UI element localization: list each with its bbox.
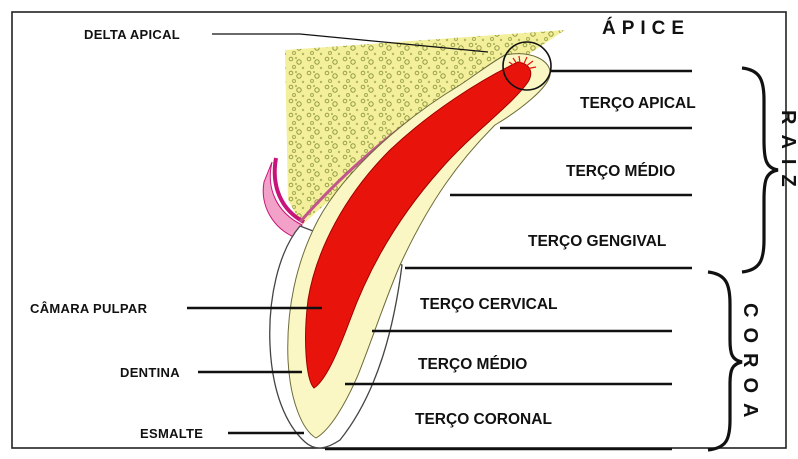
raiz-label: RAIZ: [777, 110, 798, 197]
raiz-letter: Z: [777, 174, 798, 196]
esmalte-label: ESMALTE: [140, 426, 203, 441]
terco-gengival-label: TERÇO GENGIVAL: [528, 233, 666, 250]
raiz-letter: R: [777, 110, 798, 134]
svg-text:COROA: COROA: [739, 303, 761, 427]
apice-label: ÁPICE: [602, 17, 690, 39]
raiz-letter: I: [777, 159, 798, 175]
raiz-letter: A: [777, 134, 798, 158]
delta-apical-label: DELTA APICAL: [84, 27, 180, 42]
coroa-letter: A: [739, 403, 761, 427]
coroa-label: COROA: [739, 303, 761, 427]
coroa-letter: R: [739, 353, 761, 377]
terco-cervical-label: TERÇO CERVICAL: [420, 296, 558, 313]
terco-coronal-label: TERÇO CORONAL: [415, 411, 552, 428]
coroa-letter: O: [739, 377, 761, 403]
terco-medio-raiz-label: TERÇO MÉDIO: [566, 163, 675, 180]
dentina-label: DENTINA: [120, 365, 180, 380]
terco-apical-label: TERÇO APICAL: [580, 95, 696, 112]
coroa-letter: O: [739, 327, 761, 353]
camara-pulpar-label: CÂMARA PULPAR: [30, 301, 148, 316]
terco-medio-coroa-label: TERÇO MÉDIO: [418, 356, 527, 373]
svg-text:RAIZ: RAIZ: [777, 110, 798, 197]
coroa-letter: C: [739, 303, 761, 327]
